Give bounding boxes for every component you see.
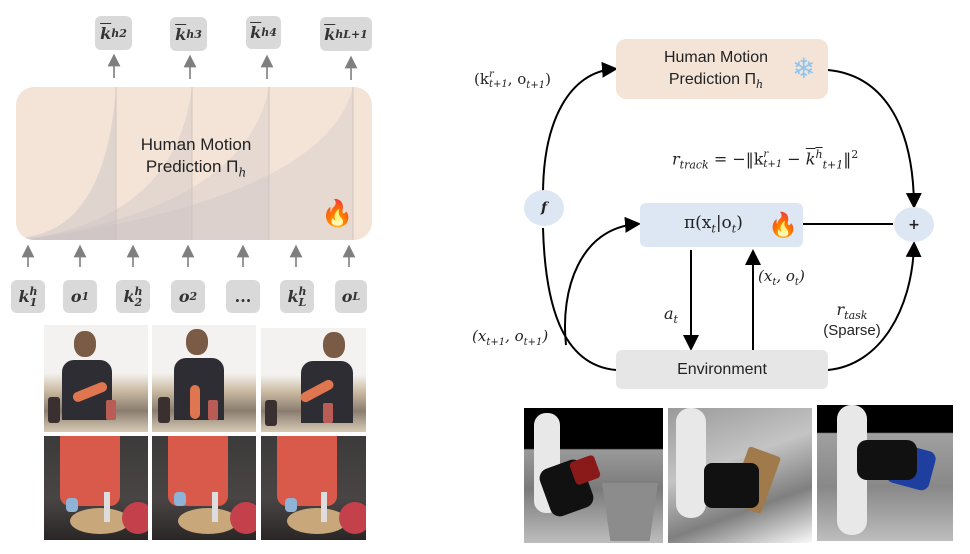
human-motion-prediction-model-box: Human Motion Prediction Πh 🔥 — [16, 87, 372, 240]
video-frame-chef-2 — [152, 325, 256, 432]
video-frame-chef-3 — [261, 328, 366, 432]
video-frame-grater-2 — [152, 436, 256, 540]
sim-frame-pour-cup — [524, 408, 663, 543]
label-state-obs: (xt, ot) — [758, 267, 805, 288]
snowflake-icon: ❄ — [792, 52, 816, 85]
f-transform-node: f — [524, 190, 564, 226]
environment-box: Environment — [616, 350, 828, 389]
video-frame-grater-3 — [261, 436, 366, 540]
hmp-frozen-box: Human Motion Prediction Πh ❄ — [616, 39, 828, 99]
reward-sum-node: + — [894, 207, 934, 242]
label-next-state-obs: (xt+1, ot+1) — [472, 327, 549, 348]
sim-frame-grasp-can — [817, 405, 953, 541]
label-action: at — [664, 304, 678, 327]
video-frame-grater-1 — [44, 436, 148, 540]
label-r-task: rtask (Sparse) — [823, 300, 881, 340]
sim-frame-hold-box — [668, 408, 812, 543]
left-arrows — [21, 53, 358, 267]
video-frame-chef-1 — [44, 325, 148, 432]
policy-label: π(xt|ot) — [684, 213, 743, 236]
fire-icon: 🔥 — [321, 199, 354, 229]
fire-icon: 🔥 — [768, 211, 798, 239]
causal-attention-curves — [26, 87, 354, 240]
hmp-frozen-title: Human Motion Prediction Πh — [663, 49, 769, 92]
input-token-ellipsis: ... — [226, 280, 260, 313]
policy-box: π(xt|ot) 🔥 — [640, 203, 803, 247]
model-title: Human Motion Prediction Πh — [140, 135, 252, 180]
